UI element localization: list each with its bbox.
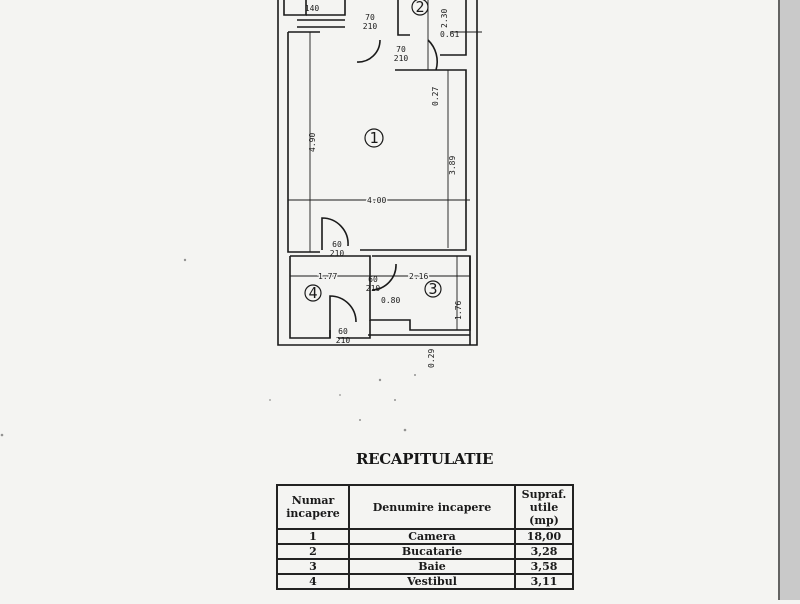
room-number: 2 bbox=[276, 543, 350, 560]
door-width: 70 bbox=[396, 45, 406, 54]
dimension-label: 3.89 bbox=[448, 156, 457, 175]
dimension-label: 1.77 bbox=[318, 272, 337, 281]
walls bbox=[277, 0, 478, 346]
dimension-label: 4.90 bbox=[308, 133, 317, 152]
dimension-label: 2.16 bbox=[409, 272, 428, 281]
table-row: 2 Bucatarie 3,28 bbox=[276, 543, 574, 560]
header-area: Supraf. utile (mp) bbox=[514, 484, 574, 530]
dimension-labels: 2.30 0.61 0.27 4.90 3.89 4.00 1.77 2.16 … bbox=[308, 9, 463, 368]
table-row: 4 Vestibul 3,11 bbox=[276, 573, 574, 590]
dimension-lines bbox=[288, 0, 482, 330]
room-number-1: 1 bbox=[369, 129, 378, 147]
room-name: Bucatarie bbox=[348, 543, 516, 560]
room-area: 3,28 bbox=[514, 543, 574, 560]
door-width: 60 bbox=[368, 275, 378, 284]
table-header-row: Numar incapere Denumire incapere Supraf.… bbox=[276, 484, 574, 530]
door-height: 210 bbox=[394, 54, 409, 63]
door-width: 60 bbox=[338, 327, 348, 336]
room-area: 18,00 bbox=[514, 528, 574, 545]
room-name: Camera bbox=[348, 528, 516, 545]
dimension-label: 0.27 bbox=[431, 87, 440, 106]
room-3-circle bbox=[424, 280, 442, 298]
recap-table: Numar incapere Denumire incapere Supraf.… bbox=[276, 484, 574, 590]
scan-noise bbox=[0, 258, 416, 437]
room-name: Vestibul bbox=[348, 573, 516, 590]
door-labels: 70 210 70 210 60 210 60 210 60 210 bbox=[330, 13, 409, 345]
page-edge-shadow bbox=[780, 0, 800, 600]
room-number: 4 bbox=[276, 573, 350, 590]
door-height: 210 bbox=[366, 284, 381, 293]
dimension-label: 2.30 bbox=[440, 9, 449, 28]
room-number-2: 2 bbox=[415, 0, 424, 16]
door-width: 70 bbox=[365, 13, 375, 22]
recap-title: RECAPITULATIE bbox=[356, 450, 494, 468]
table-row: 1 Camera 18,00 bbox=[276, 528, 574, 545]
room-area: 3,58 bbox=[514, 558, 574, 575]
door-height: 210 bbox=[330, 249, 345, 258]
dimension-label: 0.29 bbox=[427, 349, 436, 368]
header-room-name: Denumire incapere bbox=[348, 484, 516, 530]
dimension-label: 0.61 bbox=[440, 30, 459, 39]
room-1-circle bbox=[364, 128, 384, 148]
door-height: 210 bbox=[363, 22, 378, 31]
header-room-number: Numar incapere bbox=[276, 484, 350, 530]
room-2-circle bbox=[411, 0, 429, 16]
table-row: 3 Baie 3,58 bbox=[276, 558, 574, 575]
door-height: 210 bbox=[336, 336, 351, 345]
dimension-label: 1.76 bbox=[454, 301, 463, 320]
room-number: 1 bbox=[276, 528, 350, 545]
dimension-label: 0.80 bbox=[381, 296, 400, 305]
dimension-label: 4.00 bbox=[367, 196, 386, 205]
room-area: 3,11 bbox=[514, 573, 574, 590]
room-number-3: 3 bbox=[428, 280, 437, 298]
door-width: 60 bbox=[332, 240, 342, 249]
room-name: Baie bbox=[348, 558, 516, 575]
top-room-label: 140 bbox=[305, 4, 320, 13]
room-number-4: 4 bbox=[308, 284, 317, 302]
room-number: 3 bbox=[276, 558, 350, 575]
room-4-circle bbox=[304, 284, 322, 302]
